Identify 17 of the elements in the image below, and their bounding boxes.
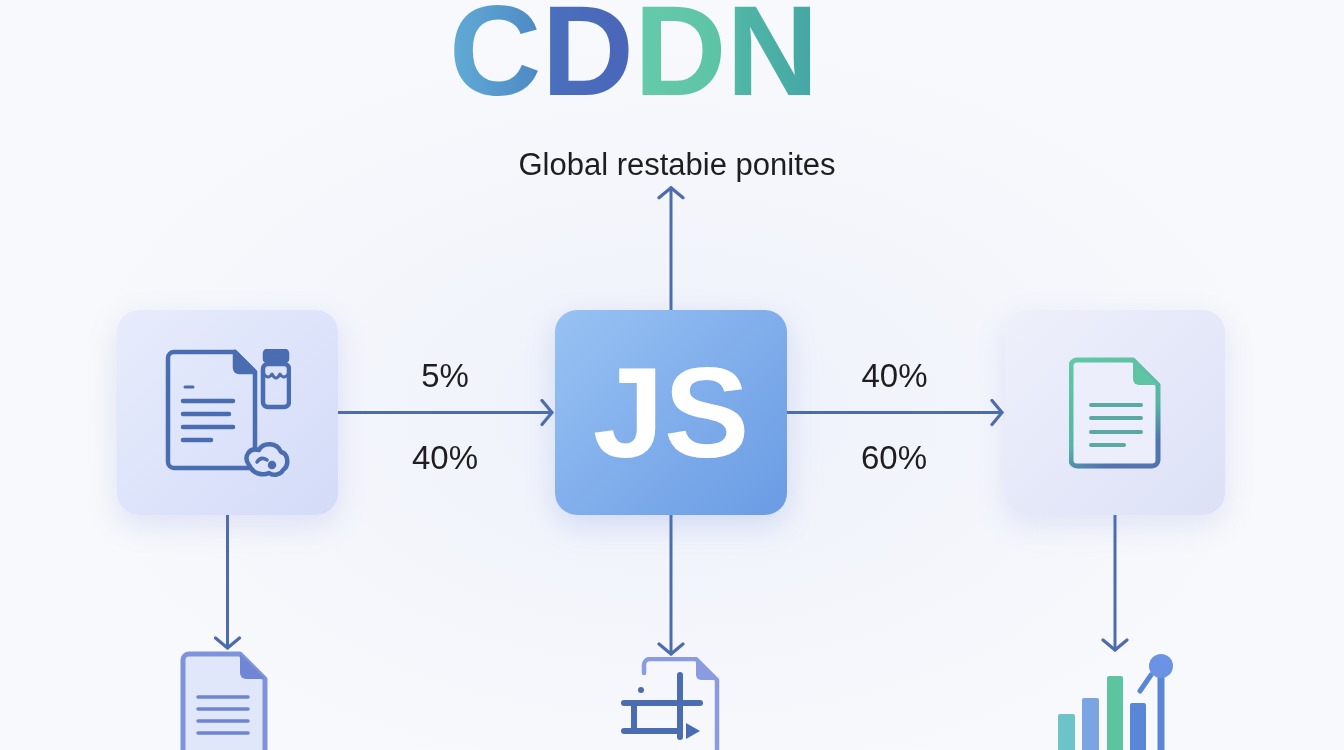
percentage-label: 60% <box>860 438 928 478</box>
file-icon <box>620 657 720 750</box>
arrow <box>1101 513 1129 652</box>
edge-label: 40% <box>861 355 928 396</box>
arrow <box>785 398 1004 427</box>
percentage-label: 40% <box>411 438 479 478</box>
process-box <box>117 310 338 515</box>
bar-chart-icon <box>1058 653 1176 750</box>
arrow <box>213 513 242 650</box>
process-box: JS <box>555 310 787 515</box>
subtitle: Global restabie ponites <box>518 146 836 185</box>
arrow <box>657 186 685 312</box>
process-box <box>1005 310 1225 515</box>
arrow <box>336 398 554 427</box>
edge-label: 5% <box>421 355 469 396</box>
arrow <box>657 513 685 656</box>
document-icon <box>180 651 268 750</box>
